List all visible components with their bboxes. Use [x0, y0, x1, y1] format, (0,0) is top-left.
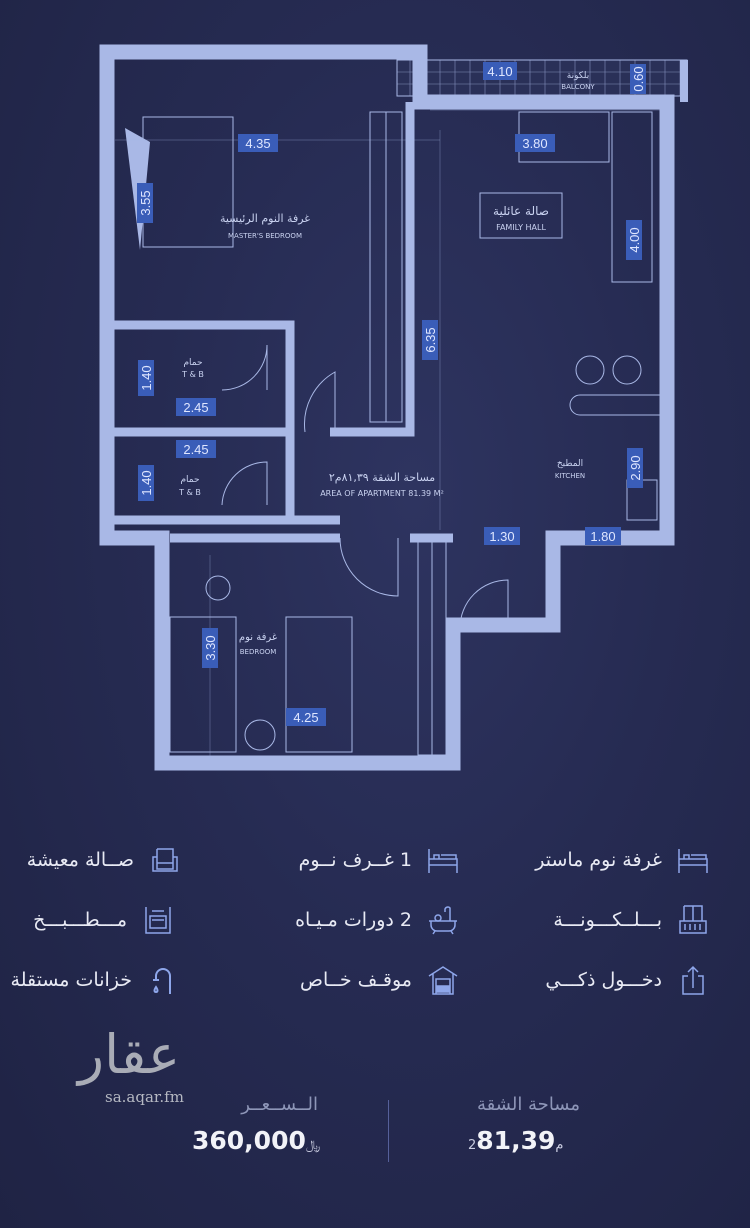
dim-corridor: 6.35 [423, 327, 438, 352]
dim-master-width: 4.35 [245, 136, 270, 151]
feature-balcony: بـــلــكـــونـــة [553, 903, 710, 937]
area-amount: 81,39 [476, 1126, 556, 1155]
dim-entry-width: 1.30 [489, 529, 514, 544]
dim-kitchen-width: 1.80 [590, 529, 615, 544]
dim-balcony-width: 4.10 [487, 64, 512, 79]
balcony-label-ar: بلكونة [567, 71, 589, 81]
dim-bedroom-width: 4.25 [293, 710, 318, 725]
armchair-icon [152, 848, 178, 872]
area-unit: م2 [468, 1138, 564, 1153]
master-bedroom-label-ar: غرفة النوم الرئيسية [220, 212, 310, 225]
dim-master-height: 3.55 [138, 190, 153, 215]
dim-balcony-depth: 0.60 [631, 66, 646, 91]
balcony-label-en: BALCONY [561, 83, 595, 91]
bath1-label-ar: حمام [183, 358, 202, 368]
aqar-logo: عقار [78, 1023, 181, 1086]
feature-label: 2 دورات مـيـاه [295, 909, 412, 931]
dim-hall-width: 3.80 [522, 136, 547, 151]
apartment-area-label-en: AREA OF APARTMENT 81.39 M² [320, 489, 444, 498]
family-hall-label-ar: صالة عائلية [493, 204, 549, 218]
garage-icon [428, 966, 458, 995]
feature-private-parking: موقـف خــاص [300, 963, 460, 997]
feature-master-bedroom: غرفة نوم ماستر [535, 843, 710, 877]
feature-separate-tanks: خزانات مستقلة [11, 963, 180, 997]
bath2-label-ar: حمام [180, 475, 199, 485]
dim-bedroom-height: 3.30 [203, 635, 218, 660]
feature-label: دخـــول ذكـــي [545, 969, 662, 991]
bedroom-label-en: BEDROOM [240, 648, 277, 656]
price-value: 360,000﷼ [192, 1126, 320, 1155]
floor-plan: غرفة النوم الرئيسية MASTER'S BEDROOM صال… [99, 44, 688, 771]
feature-label: غرفة نوم ماستر [535, 849, 662, 871]
outer-wall [99, 44, 675, 771]
apartment-area-label-ar: مساحة الشقة ٨١,٣٩م٢ [329, 471, 435, 484]
bedroom-label-ar: غرفة نوم [239, 632, 277, 643]
master-bedroom-label-en: MASTER'S BEDROOM [228, 232, 302, 240]
kitchen-label-en: KITCHEN [555, 472, 585, 480]
logo-url: sa.aqar.fm [105, 1088, 184, 1106]
dim-hall-height: 4.00 [627, 227, 642, 252]
family-hall-label-en: FAMILY HALL [496, 223, 546, 232]
feature-kitchen: مـــطـــبـــخ [33, 903, 175, 937]
area-label: مساحة الشقة [477, 1094, 580, 1115]
feature-bedrooms: 1 غــرف نــوم [299, 843, 460, 877]
price-amount: 360,000 [192, 1126, 306, 1155]
bathtub-icon [429, 906, 457, 935]
balcony-icon [679, 905, 707, 934]
bath2-label-en: T & B [178, 488, 201, 497]
dim-bath2-height: 1.40 [139, 470, 154, 495]
price-label: الــســعــر [241, 1094, 318, 1115]
oven-icon [145, 907, 171, 934]
feature-smart-entry: دخـــول ذكـــي [545, 963, 710, 997]
bath1-label-en: T & B [181, 370, 204, 379]
feature-label: موقـف خــاص [300, 969, 412, 991]
area-value: م281,39 [468, 1126, 563, 1155]
bed-icon [428, 849, 458, 873]
faucet-icon [153, 968, 171, 994]
dim-kitchen-height: 2.90 [628, 455, 643, 480]
dim-bath1-height: 1.40 [139, 365, 154, 390]
divider [388, 1100, 389, 1162]
interior-walls [107, 102, 453, 543]
feature-bathrooms: 2 دورات مـيـاه [295, 903, 460, 937]
feature-label: بـــلــكـــونـــة [553, 909, 662, 931]
kitchen-label-ar: المطبخ [557, 459, 583, 469]
dim-bath1-width: 2.45 [183, 400, 208, 415]
dim-bath2-width: 2.45 [183, 442, 208, 457]
feature-label: خزانات مستقلة [10, 969, 132, 991]
smart-entry-icon [682, 965, 704, 995]
feature-label: مـــطـــبـــخ [33, 909, 127, 931]
feature-label: صــالة معيشة [26, 849, 134, 871]
riyal-currency-icon: ﷼ [305, 1138, 321, 1153]
bed-icon [678, 849, 708, 873]
feature-label: 1 غــرف نــوم [298, 849, 412, 871]
feature-living-room: صــالة معيشة [27, 843, 182, 877]
